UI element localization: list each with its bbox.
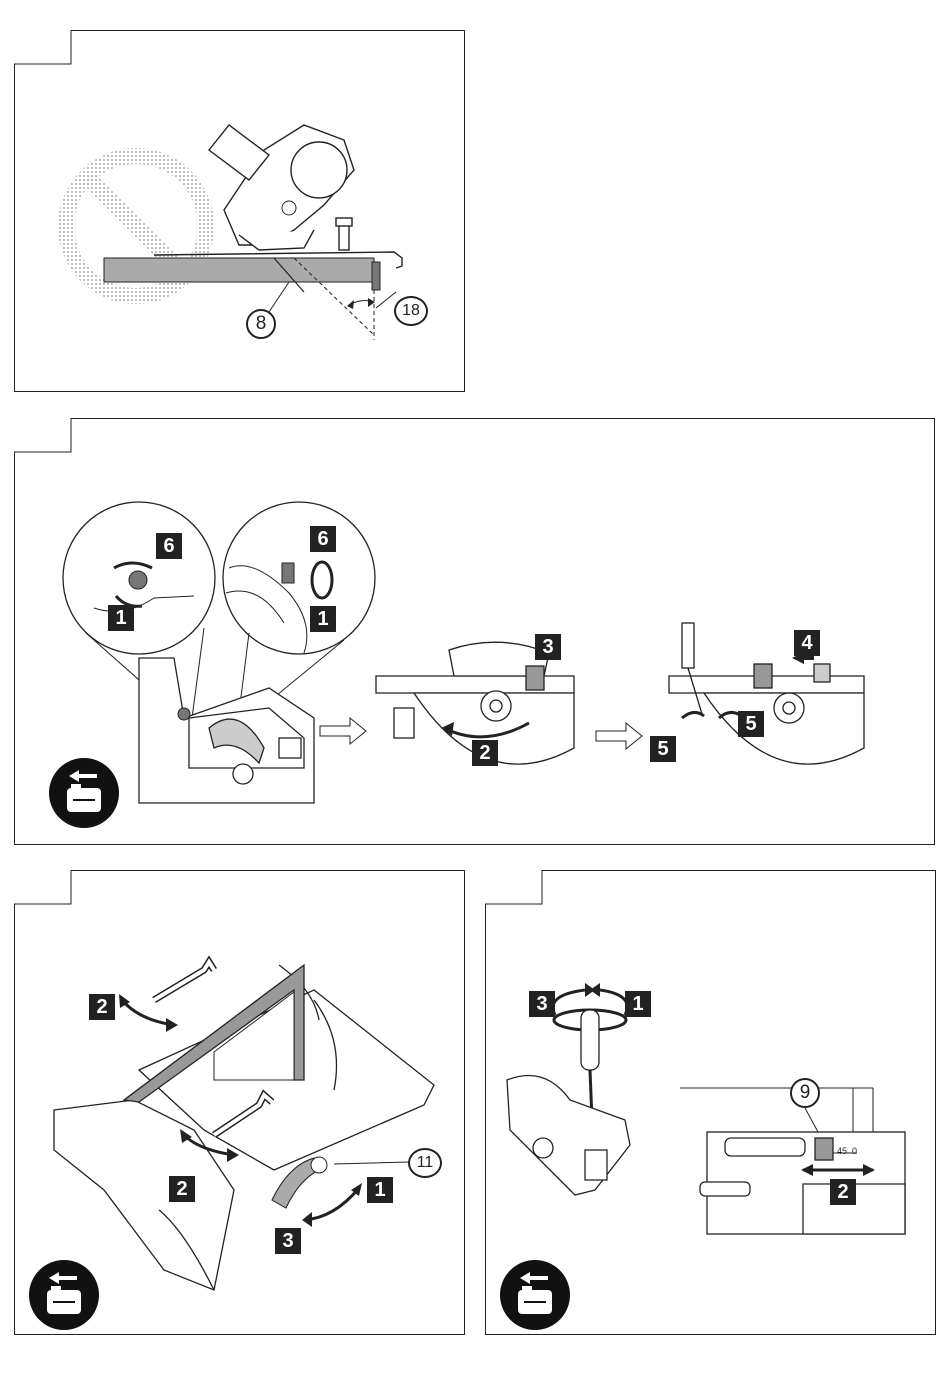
panel-1-drawing xyxy=(14,30,466,393)
step-2-slide: 2 xyxy=(830,1179,856,1205)
step-6-detail-left: 6 xyxy=(156,533,182,559)
step-6-detail-right: 6 xyxy=(310,526,336,552)
step-1-right: 1 xyxy=(367,1177,393,1203)
step-1-detail-left: 1 xyxy=(108,605,134,631)
hollow-arrow-icon xyxy=(596,723,642,749)
figure-panel-3: 2 2 1 3 11 xyxy=(14,870,466,1336)
battery-removal-icon xyxy=(49,758,119,828)
step-2-view-2: 2 xyxy=(472,740,498,766)
step-2-top-left: 2 xyxy=(89,994,115,1020)
step-3-loosen: 3 xyxy=(529,991,555,1017)
callout-9: 9 xyxy=(790,1078,820,1108)
step-5-view-3-right: 5 xyxy=(738,711,764,737)
figure-panel-4: 3 1 2 9 45 0 xyxy=(485,870,937,1336)
step-1-tighten: 1 xyxy=(625,991,651,1017)
callout-8: 8 xyxy=(246,309,276,339)
battery-removal-icon xyxy=(500,1260,570,1330)
callout-11: 11 xyxy=(408,1148,442,1178)
step-1-detail-right: 1 xyxy=(310,606,336,632)
battery-removal-icon xyxy=(29,1260,99,1330)
step-5-view-3-left: 5 xyxy=(650,736,676,762)
hollow-arrow-icon xyxy=(320,718,366,744)
step-3-view-2: 3 xyxy=(535,634,561,660)
callout-18: 18 xyxy=(394,296,428,326)
figure-panel-1: 8 18 xyxy=(14,30,466,393)
figure-panel-2: 6 1 6 1 3 2 4 5 5 xyxy=(14,418,936,846)
step-3-bottom: 3 xyxy=(275,1228,301,1254)
step-4-view-3: 4 xyxy=(794,630,820,656)
bevel-scale: 45 0 xyxy=(837,1146,857,1156)
step-2-mid-left: 2 xyxy=(169,1176,195,1202)
